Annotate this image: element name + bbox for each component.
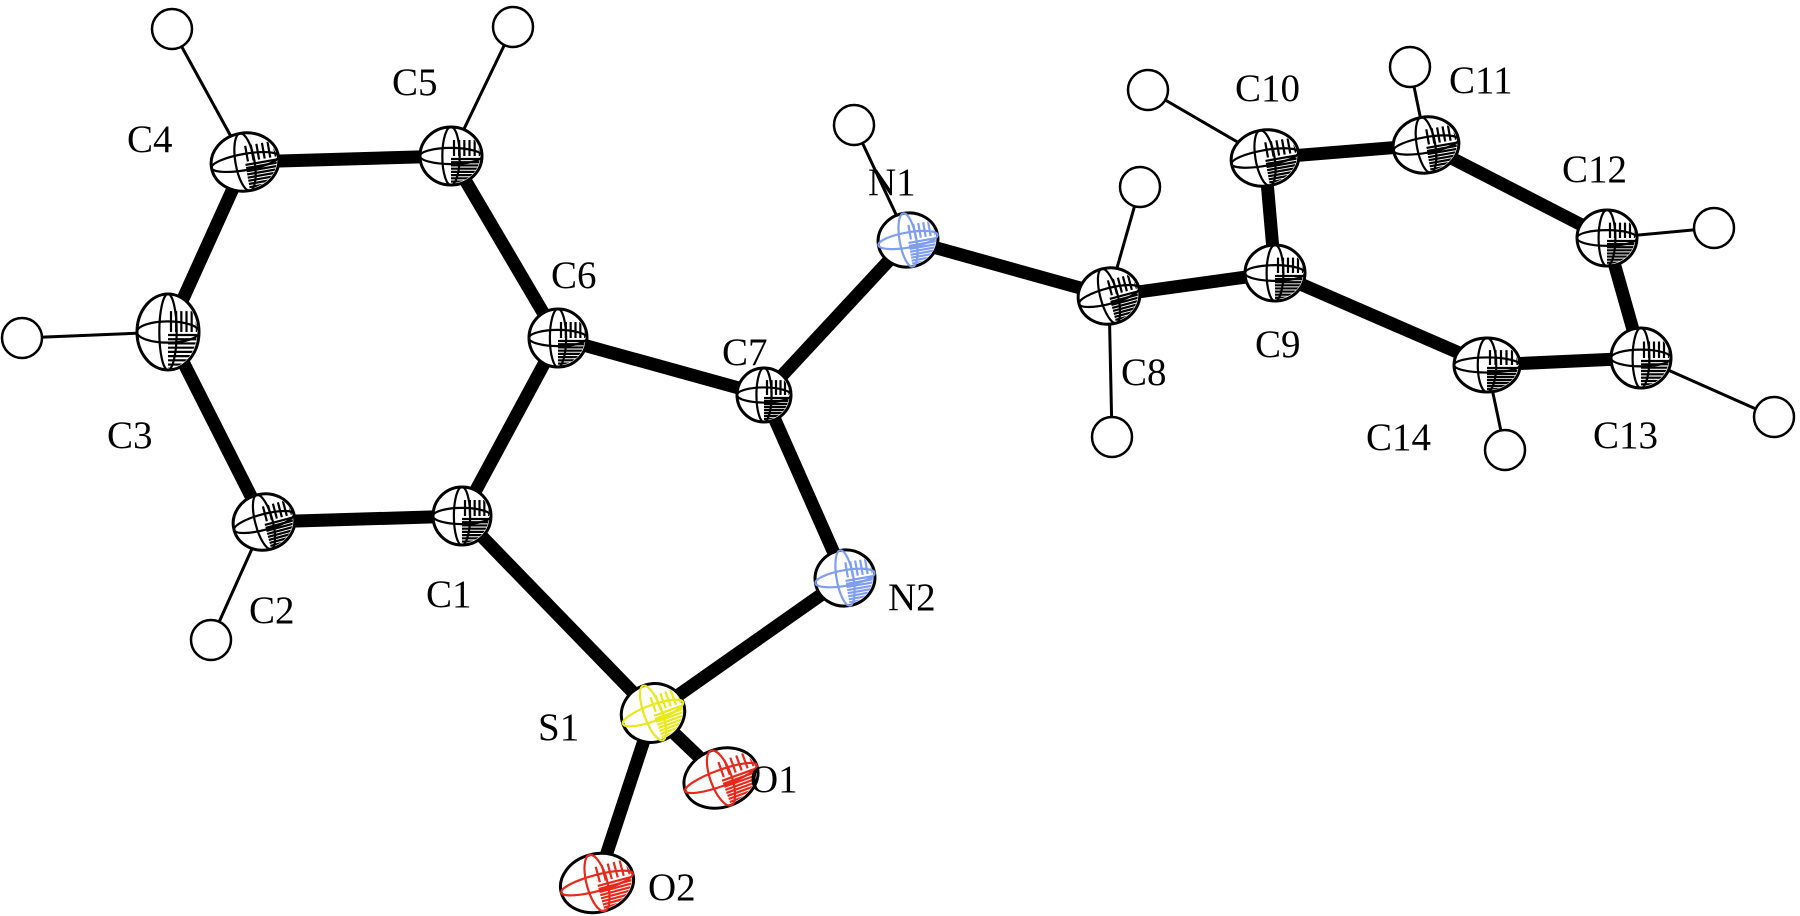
atom-label-c13: C13 <box>1593 414 1658 457</box>
bond-C11-C12 <box>1419 138 1614 245</box>
hydrogen-atom-5 <box>832 103 876 147</box>
bond-C1-C2 <box>257 509 469 529</box>
atom-label-c3: C3 <box>107 414 153 457</box>
atom-c11 <box>1391 115 1462 175</box>
atom-c14 <box>1452 336 1522 394</box>
atom-o2 <box>558 851 638 915</box>
atom-label-c1: C1 <box>426 573 472 616</box>
bond-C5-C6 <box>444 149 565 345</box>
atom-label-o1: O1 <box>750 758 798 801</box>
atom-label-c8: C8 <box>1121 351 1167 394</box>
atom-c1 <box>431 485 493 547</box>
hydrogen-atom-6 <box>1118 165 1162 209</box>
bond-C6-C1 <box>455 331 565 523</box>
bond-N2-S1 <box>646 571 852 720</box>
atom-label-c9: C9 <box>1255 323 1301 366</box>
hydrogen-atom-11 <box>1752 395 1796 439</box>
atom-c4 <box>209 131 282 193</box>
atom-c6 <box>527 307 589 369</box>
atom-label-o2: O2 <box>648 866 696 909</box>
atom-label-c10: C10 <box>1235 67 1300 110</box>
hydrogen-atom-8 <box>1126 68 1170 112</box>
atom-label-c4: C4 <box>127 118 173 161</box>
atom-label-c12: C12 <box>1562 148 1627 191</box>
hydrogen-atom-2 <box>0 316 44 360</box>
atom-c8 <box>1076 266 1144 326</box>
atom-c12 <box>1575 208 1639 268</box>
atom-label-s1: S1 <box>538 706 579 749</box>
atom-n2 <box>813 548 878 608</box>
atom-label-c6: C6 <box>551 254 597 297</box>
atom-c13 <box>1609 326 1673 390</box>
atom-c10 <box>1229 128 1302 188</box>
atom-c5 <box>418 125 484 187</box>
bond-C7-N1 <box>757 233 915 402</box>
hydrogen-atom-4 <box>491 5 535 49</box>
bond-N1-C8 <box>901 233 1116 303</box>
hydrogen-atom-7 <box>1090 415 1134 459</box>
bond-C14-C9 <box>1268 266 1494 372</box>
hydrogen-atom-12 <box>1483 428 1527 472</box>
atom-s1 <box>619 682 691 744</box>
hydrogen-atom-3 <box>150 7 194 51</box>
atom-c2 <box>231 492 299 552</box>
hydrogen-atom-10 <box>1692 206 1736 250</box>
atom-label-c14: C14 <box>1366 416 1431 459</box>
hydrogen-atom-1 <box>189 618 233 662</box>
atom-c7 <box>735 366 793 424</box>
atom-label-c7: C7 <box>722 331 768 374</box>
atom-label-c5: C5 <box>392 61 438 104</box>
atom-label-n2: N2 <box>888 576 936 619</box>
atom-label-c11: C11 <box>1449 59 1513 102</box>
hydrogen-atom-9 <box>1388 45 1432 89</box>
atom-c9 <box>1243 243 1307 303</box>
atom-label-n1: N1 <box>868 161 916 204</box>
atoms-layer <box>0 5 1796 915</box>
atom-label-c2: C2 <box>249 589 295 632</box>
bond-S1-C1 <box>455 509 660 720</box>
bond-C6-C7 <box>551 331 771 402</box>
atom-c3 <box>135 292 201 372</box>
bond-C7-N2 <box>757 388 852 585</box>
